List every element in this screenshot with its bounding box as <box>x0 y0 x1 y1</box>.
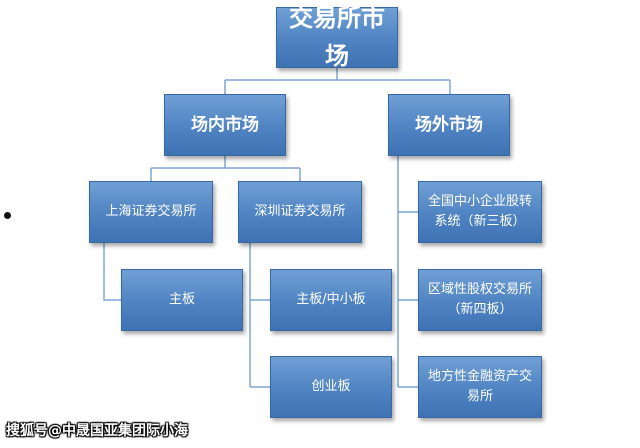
node-main-board: 主板 <box>121 269 243 331</box>
floor-market-label: 场内市场 <box>191 114 259 135</box>
root-node-exchange-market: 交易所市场 <box>276 4 398 70</box>
connector-otc-to-children <box>397 156 418 388</box>
node-sme-board: 主板/中小板 <box>270 269 392 331</box>
node-local-financial-asset-exchange: 地方性金融资产交易所 <box>418 356 542 418</box>
shanghai-exchange-label: 上海证券交易所 <box>105 203 197 219</box>
node-neeq-new-third-board: 全国中小企业股转系统（新三板） <box>418 181 542 243</box>
watermark-text: 搜狐号@中晟国亚集团际小海 <box>6 423 188 439</box>
root-node-label: 交易所市场 <box>289 4 385 70</box>
node-otc-market: 场外市场 <box>388 94 510 156</box>
shenzhen-exchange-label: 深圳证券交易所 <box>254 203 346 219</box>
main-board-label: 主板 <box>168 291 195 307</box>
node-floor-market: 场内市场 <box>164 94 286 156</box>
node-shanghai-exchange: 上海证券交易所 <box>89 181 213 243</box>
node-regional-equity-exchange: 区域性股权交易所（新四板） <box>418 269 542 331</box>
regional-exchange-label: 区域性股权交易所（新四板） <box>427 281 532 317</box>
connector-root-to-markets <box>224 68 451 94</box>
chinext-label: 创业板 <box>311 378 351 394</box>
connector-floor-to-exchanges <box>150 156 301 181</box>
bullet-dot <box>4 212 11 219</box>
sme-board-label: 主板/中小板 <box>296 291 366 307</box>
connector-shenzhen-to-boards <box>249 243 270 388</box>
neeq-label: 全国中小企业股转系统（新三板） <box>427 193 532 229</box>
node-chinext: 创业板 <box>270 356 392 418</box>
otc-market-label: 场外市场 <box>415 114 483 135</box>
node-shenzhen-exchange: 深圳证券交易所 <box>238 181 362 243</box>
connector-shanghai-to-main <box>103 243 121 301</box>
local-exchange-label: 地方性金融资产交易所 <box>427 368 532 404</box>
